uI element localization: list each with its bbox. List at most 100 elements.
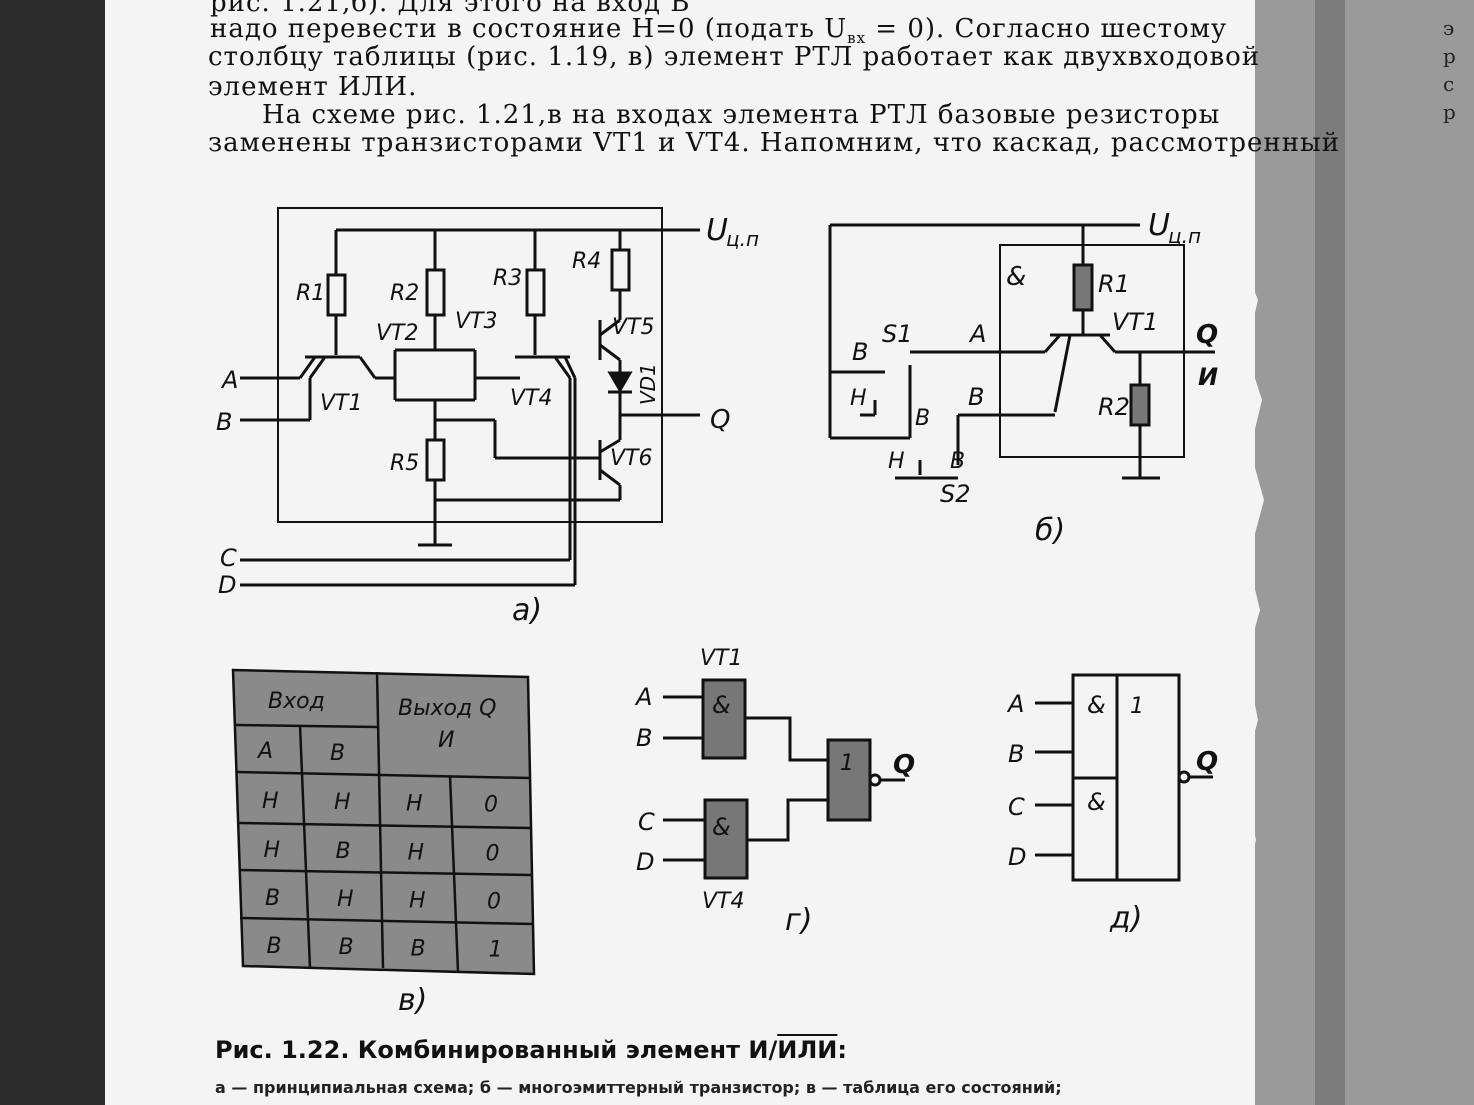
fig-a-r5-label: R5 [390,451,419,476]
fig-a-caption: а) [512,593,542,628]
fig-g-input-c: C [638,808,655,836]
next-page: э р с р [1255,0,1474,1105]
table-cell: Н [337,887,354,912]
table-cell: Н [408,840,425,865]
fig-b-and-symbol: & [1006,262,1026,292]
table-cell: 0 [486,842,500,867]
fig-a-output-q: Q [710,405,730,435]
fig-b-supply-label: U [1148,208,1170,243]
fig-a-input-c: C [220,544,237,572]
next-page-fragment: с [1443,72,1455,96]
body-text-line: столбцу таблицы (рис. 1.19, в) элемент Р… [208,42,1261,72]
fig-a-r2-label: R2 [390,281,419,306]
table-cell: Н [406,791,423,816]
table-cell: В [411,936,426,961]
fig-g-input-b: B [636,724,652,752]
fig-b-b-left: В [852,338,868,366]
table-cell: Н [264,838,281,863]
fig-v-table [231,668,536,976]
fig-a-input-d: D [218,571,236,599]
figure-caption-title: Рис. 1.22. Комбинированный элемент И/ИЛИ… [215,1036,847,1064]
fig-a-vd1-label: VD1 [636,363,660,405]
fig-d-input-b: B [1008,740,1024,768]
body-text-line: надо перевести в состояние Н=0 (подать U… [210,14,1228,48]
fig-a-vt5-label: VT5 [612,315,655,340]
fig-b-supply-sub: ц.п [1168,224,1201,248]
fig-b-output-q: Q [1196,320,1218,350]
table-cell: 0 [487,890,501,915]
fig-b-b-contact2: В [950,449,965,474]
fig-b-h1: Н [850,386,867,411]
fig-a-supply-sub: ц.п [726,227,759,251]
fig-a-r3-label: R3 [493,266,522,291]
body-text-line: На схеме рис. 1.21,в на входах элемента … [262,100,1221,130]
fig-g-input-a: A [634,683,652,711]
fig-d-output-q: Q [1196,747,1218,777]
fig-g-and1: & [712,691,731,719]
fig-g-input-d: D [636,848,654,876]
fig-g-or: 1 [840,751,854,776]
fig-v-header-output: Выход Q [398,696,496,721]
fig-d-caption: д) [1109,901,1142,936]
fig-d-input-c: C [1008,793,1025,821]
fig-v-header-input: Вход [268,689,325,714]
page-gutter [1315,0,1345,1105]
fig-d-input-a: A [1006,690,1024,718]
fig-a-circuit [240,207,700,587]
fig-b-input-a: A [968,320,986,348]
fig-a-r1-label: R1 [296,281,325,306]
fig-a-vt2-label: VT2 [376,321,419,346]
fig-v-col-b: B [330,741,345,766]
next-page-fragment: р [1443,100,1456,124]
fig-b-caption: б) [1035,513,1065,548]
fig-a-input-b: B [216,408,232,436]
table-cell: Н [334,790,351,815]
fig-g-vt4-label: VT4 [702,889,745,914]
fig-d-logic [1035,673,1213,882]
fig-g-logic [663,678,905,880]
fig-d-and2: & [1087,788,1106,816]
fig-b-output-i: И [1198,363,1218,391]
torn-edge [1220,0,1264,1105]
fig-b-input-b: B [968,383,984,411]
fig-v-col-a: A [256,739,273,764]
table-cell: 0 [484,793,498,818]
fig-g-caption: г) [785,903,812,938]
book-spine-left [0,0,110,1105]
body-text-line: элемент ИЛИ. [208,72,418,102]
fig-b-s1-label: S1 [882,320,913,348]
fig-a-r4-label: R4 [572,249,601,274]
fig-d-and1: & [1087,691,1106,719]
fig-d-input-d: D [1008,843,1026,871]
table-cell: В [267,934,282,959]
table-cell: Н [409,888,426,913]
fig-a-vt4-label: VT4 [510,386,553,411]
fig-d-or: 1 [1130,694,1144,719]
fig-g-and2: & [712,813,731,841]
fig-b-vt1-label: VT1 [1112,308,1158,336]
fig-v-caption: в) [398,983,427,1018]
fig-a-supply-label: U [706,213,728,248]
table-cell: В [265,886,280,911]
fig-v-header-output2: И [438,728,454,753]
fig-g-output-q: Q [893,750,915,780]
body-text-line: рис. 1.21,б). Для этого на вход В [210,0,691,18]
figure-caption-desc: а — принципиальная схема; б — многоэмитт… [215,1078,1062,1097]
fig-b-h2: Н [888,449,905,474]
next-page-fragment: р [1443,44,1456,68]
body-text-line: заменены транзисторами VT1 и VT4. Напомн… [208,128,1341,158]
table-cell: Н [262,789,279,814]
table-cell: 1 [489,938,503,963]
fig-b-r2-label: R2 [1098,393,1130,421]
fig-b-b-contact1: В [915,406,930,431]
fig-a-vt6-label: VT6 [610,446,653,471]
table-cell: В [336,839,351,864]
table-cell: В [339,935,354,960]
fig-a-input-a: A [220,366,238,394]
fig-g-vt1-label: VT1 [700,646,743,671]
fig-b-r1-label: R1 [1098,270,1130,298]
fig-b-s2-label: S2 [940,480,971,508]
next-page-fragment: э [1443,16,1455,40]
